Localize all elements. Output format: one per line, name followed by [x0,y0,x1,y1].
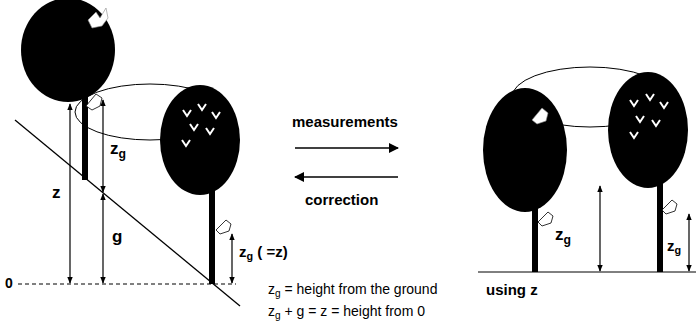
tree-trunk [209,185,215,284]
tree-crown [21,0,115,102]
dimension-arrow [688,214,689,271]
arrow-label: measurements [292,114,398,131]
bird-symbols [182,104,220,146]
process-arrow [295,176,398,178]
arrow-label: correction [305,192,378,209]
bird-symbol [88,8,108,28]
dimension-arrow [102,100,103,192]
legend-note: zg = height from the ground [268,282,437,297]
process-arrow [295,147,398,149]
dimension-label: g [112,228,122,247]
dimension-arrow [599,186,600,271]
dimension-arrow [231,234,232,283]
axis-label: 0 [5,276,13,291]
tree-crown [160,85,240,195]
dimension-label: z [52,184,61,203]
dimension-arrow [69,104,70,283]
dimension-label: zg [555,226,571,245]
tree-crown [608,72,688,188]
legend-note: zg + g = z = height from 0 [268,304,425,319]
tree-crown [483,88,567,212]
zero-line [18,284,236,285]
bird-symbol [662,200,677,214]
dimension-label: zg [110,140,126,159]
bird-symbol [538,212,553,226]
dimension-label: zg [667,238,681,255]
bird-symbol [532,108,548,124]
bird-symbols [630,94,668,138]
bird-symbol [86,94,102,110]
dimension-label: zg ( =z) [239,244,288,261]
bird-symbol [216,220,231,234]
tree-trunk [657,180,663,272]
panel-caption: using z [486,282,538,299]
dimension-arrow [102,194,103,283]
ground-line [478,272,696,273]
